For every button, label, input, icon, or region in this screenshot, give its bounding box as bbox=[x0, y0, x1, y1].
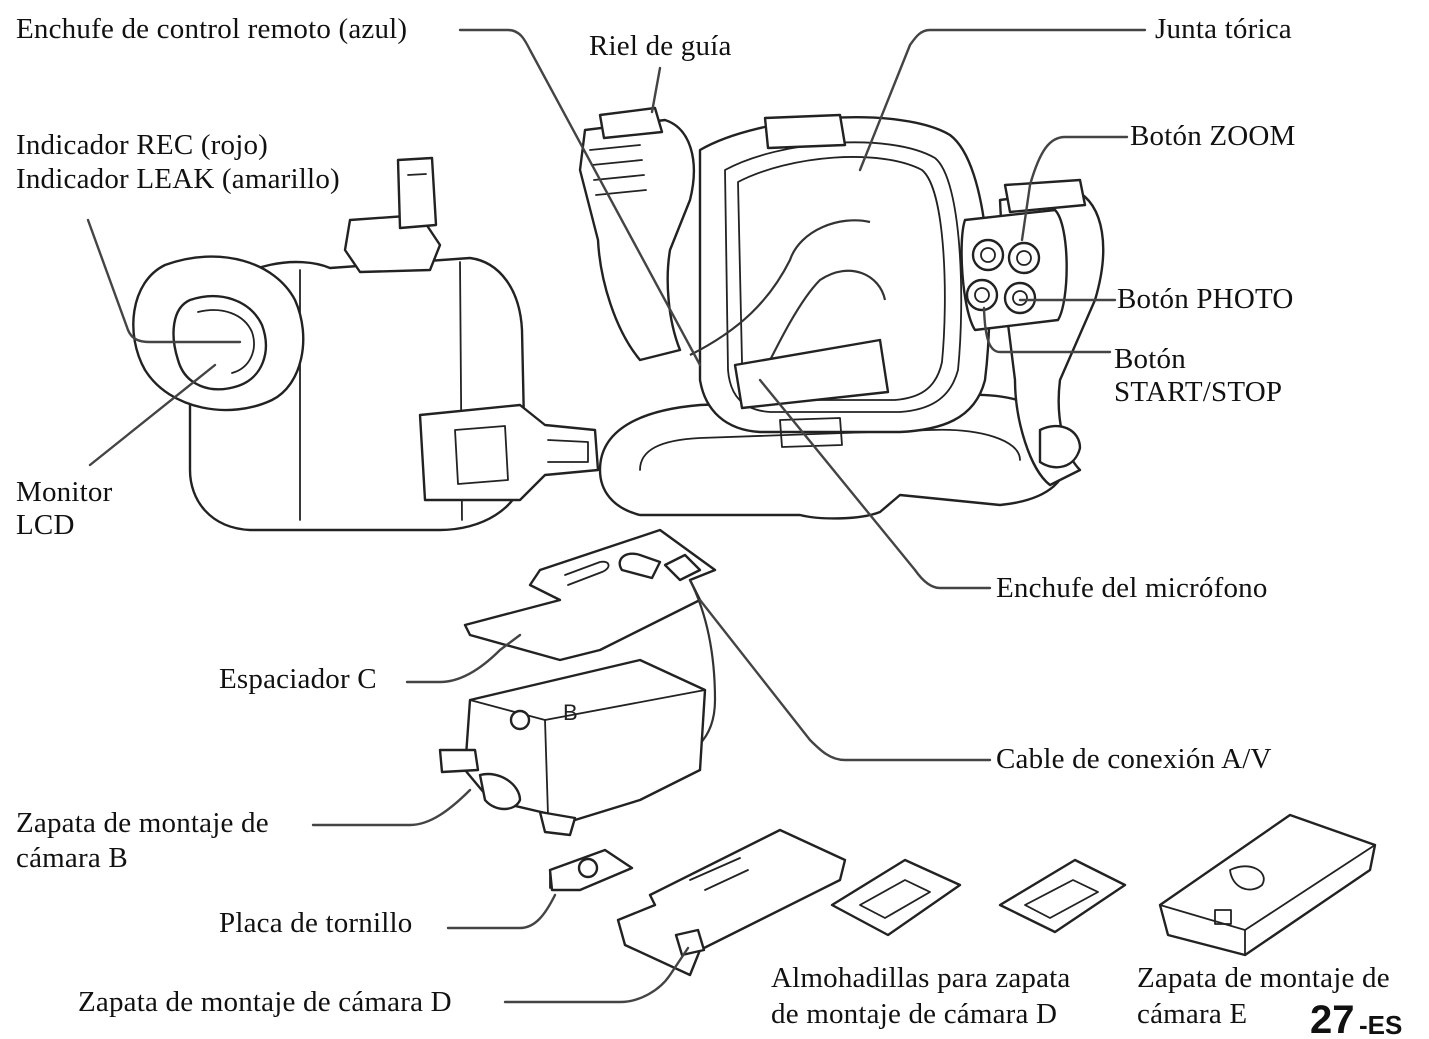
label-shoe-b-line2: cámara B bbox=[16, 842, 128, 874]
label-shoe-e-line1: Zapata de montaje de bbox=[1137, 962, 1390, 994]
label-pads-line2: de montaje de cámara D bbox=[771, 998, 1058, 1030]
label-shoe-e-line2: cámara E bbox=[1137, 998, 1248, 1030]
label-lcd-line1: Monitor bbox=[16, 476, 113, 508]
label-av-cable: Cable de conexión A/V bbox=[996, 743, 1272, 775]
leader-av-cable bbox=[698, 598, 992, 762]
leader-guide-rail bbox=[650, 66, 662, 114]
label-start-stop-line1: Botón bbox=[1114, 343, 1186, 375]
page-number: 27 bbox=[1310, 998, 1355, 1039]
label-spacer-c: Espaciador C bbox=[219, 663, 377, 695]
leader-shoe-d bbox=[503, 946, 690, 1004]
leader-zoom bbox=[1020, 135, 1129, 242]
label-shoe-b-line1: Zapata de montaje de bbox=[16, 807, 269, 839]
leader-shoe-b bbox=[311, 788, 472, 827]
pads-shoe-d bbox=[830, 858, 1127, 937]
leader-lcd bbox=[88, 363, 217, 467]
leader-lines bbox=[86, 28, 1147, 1004]
label-remote-plug: Enchufe de control remoto (azul) bbox=[16, 13, 408, 45]
camera-shoe-d bbox=[616, 828, 847, 977]
leader-screw-plate bbox=[446, 893, 557, 930]
screw-plate bbox=[548, 848, 634, 892]
label-rec-indicator: Indicador REC (rojo) bbox=[16, 129, 269, 161]
label-lcd-line2: LCD bbox=[16, 509, 75, 541]
label-mic-plug: Enchufe del micrófono bbox=[996, 572, 1268, 604]
label-pads-line1: Almohadillas para zapata bbox=[771, 962, 1071, 994]
front-housing bbox=[578, 106, 1105, 520]
shoe-b-mark: B bbox=[563, 700, 578, 725]
camera-shoe-e bbox=[1158, 813, 1377, 957]
label-photo-button: Botón PHOTO bbox=[1117, 283, 1294, 315]
label-shoe-d: Zapata de montaje de cámara D bbox=[78, 986, 452, 1018]
label-start-stop-line2: START/STOP bbox=[1114, 376, 1283, 408]
label-screw-plate: Placa de tornillo bbox=[219, 907, 413, 939]
label-zoom-button: Botón ZOOM bbox=[1130, 120, 1296, 152]
label-leak-indicator: Indicador LEAK (amarillo) bbox=[16, 163, 340, 195]
label-o-ring: Junta tórica bbox=[1155, 13, 1292, 45]
rear-housing bbox=[132, 156, 600, 532]
camera-shoe-b bbox=[438, 658, 707, 837]
spacer-c bbox=[463, 528, 717, 762]
leader-remote-plug bbox=[458, 28, 702, 367]
leader-mic-plug bbox=[758, 378, 992, 590]
leader-spacer-c bbox=[405, 633, 522, 684]
leader-start-stop bbox=[982, 306, 1112, 354]
leader-o-ring bbox=[858, 28, 1147, 172]
label-guide-rail: Riel de guía bbox=[589, 30, 732, 62]
leader-rec-leak bbox=[86, 218, 242, 344]
page-suffix: -ES bbox=[1359, 1010, 1403, 1039]
